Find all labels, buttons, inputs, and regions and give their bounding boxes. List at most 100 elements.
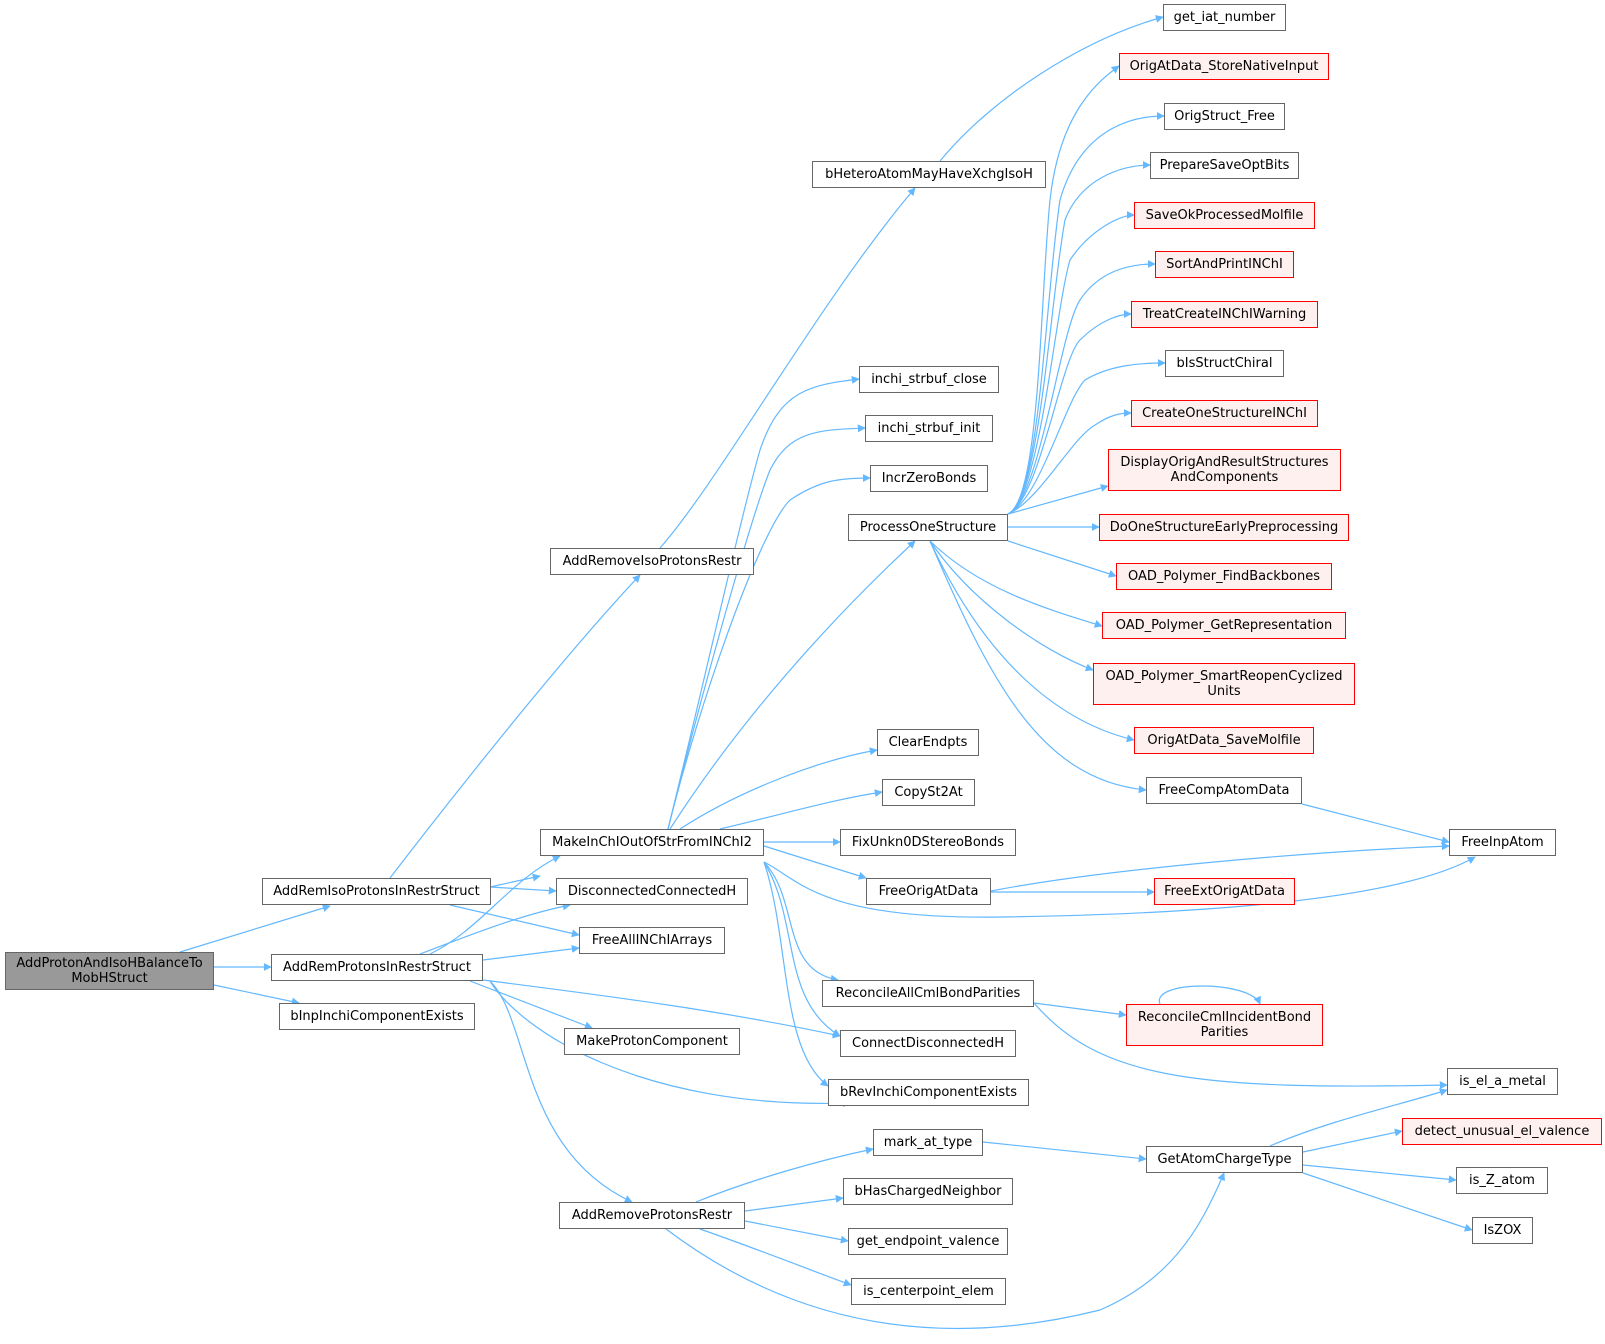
node-label-line: bRevInchiComponentExists — [839, 1085, 1018, 1100]
node-get-iat-number[interactable]: get_iat_number — [1163, 4, 1286, 31]
node-create-one-structure-inchi[interactable]: CreateOneStructureINChI — [1131, 400, 1318, 427]
node-save-ok-processed-molfile[interactable]: SaveOkProcessedMolfile — [1134, 202, 1315, 229]
node-disconnected-connected-h[interactable]: DisconnectedConnectedH — [556, 878, 748, 905]
node-copy-st2at[interactable]: CopySt2At — [882, 779, 975, 806]
call-edge — [389, 574, 641, 879]
node-add-remove-protons-restr[interactable]: AddRemoveProtonsRestr — [559, 1202, 745, 1229]
node-add-rem-protons-in-restr-struct[interactable]: AddRemProtonsInRestrStruct — [271, 954, 483, 981]
node-is-centerpoint-elem[interactable]: is_centerpoint_elem — [851, 1278, 1006, 1305]
node-label-line: MobHStruct — [71, 971, 148, 986]
node-b-is-struct-chiral[interactable]: bIsStructChiral — [1165, 350, 1284, 377]
node-label-line: is_Z_atom — [1469, 1173, 1535, 1188]
node-fix-unkn0d-stereo-bonds[interactable]: FixUnkn0DStereoBonds — [840, 829, 1016, 856]
node-detect-unusual-el-valence[interactable]: detect_unusual_el_valence — [1402, 1118, 1602, 1145]
node-free-comp-atom-data[interactable]: FreeCompAtomData — [1146, 777, 1302, 804]
call-edge — [667, 474, 871, 830]
node-label-line: ReconcileCmlIncidentBond — [1137, 1010, 1312, 1025]
node-label-line: bHeteroAtomMayHaveXchgIsoH — [825, 167, 1033, 182]
call-edge — [1007, 65, 1120, 515]
node-label-line: CreateOneStructureINChI — [1142, 406, 1307, 421]
node-inchi-strbuf-close[interactable]: inchi_strbuf_close — [859, 366, 999, 393]
node-is-zox[interactable]: IsZOX — [1472, 1217, 1533, 1244]
call-edge — [679, 747, 878, 830]
call-edge — [695, 1146, 874, 1203]
node-label-line: FreeInpAtom — [1461, 835, 1544, 850]
node-process-one-structure[interactable]: ProcessOneStructure — [848, 514, 1008, 541]
node-oad-polymer-find-backbones[interactable]: OAD_Polymer_FindBackbones — [1116, 563, 1332, 590]
node-do-one-structure-early-preprocessing[interactable]: DoOneStructureEarlyPreprocessing — [1099, 514, 1349, 541]
call-edge — [929, 540, 1094, 672]
node-clear-endpts[interactable]: ClearEndpts — [877, 729, 979, 756]
call-edge — [1158, 985, 1261, 1005]
node-oad-polymer-smart-reopen-cyclized-units[interactable]: OAD_Polymer_SmartReopenCyclized Units — [1093, 663, 1355, 705]
node-is-el-a-metal[interactable]: is_el_a_metal — [1447, 1068, 1558, 1095]
node-label-line: OAD_Polymer_SmartReopenCyclized — [1105, 669, 1343, 684]
call-edge — [1302, 1128, 1403, 1153]
node-label-line: OAD_Polymer_FindBackbones — [1128, 569, 1320, 584]
node-reconcile-all-cml-bond-parities[interactable]: ReconcileAllCmlBondParities — [822, 980, 1034, 1007]
node-free-orig-at-data[interactable]: FreeOrigAtData — [866, 878, 991, 905]
node-inchi-strbuf-init[interactable]: inchi_strbuf_init — [865, 415, 993, 442]
call-edge — [1007, 310, 1132, 515]
node-get-endpoint-valence[interactable]: get_endpoint_valence — [848, 1228, 1008, 1255]
node-reconcile-cml-incident-bond-parities[interactable]: ReconcileCmlIncidentBond Parities — [1126, 1004, 1323, 1046]
node-label-line: FixUnkn0DStereoBonds — [851, 835, 1005, 850]
call-edge — [1269, 1088, 1448, 1147]
call-edge — [763, 861, 841, 1037]
node-label-line: OrigStruct_Free — [1174, 109, 1275, 124]
node-label-line: inchi_strbuf_close — [871, 372, 987, 387]
node-connect-disconnected-h[interactable]: ConnectDisconnectedH — [840, 1030, 1016, 1057]
node-add-remove-iso-protons-restr[interactable]: AddRemoveIsoProtonsRestr — [550, 548, 754, 575]
node-label-line: is_centerpoint_elem — [863, 1284, 994, 1299]
node-label-line: FreeExtOrigAtData — [1164, 884, 1285, 899]
node-label-line: AddRemProtonsInRestrStruct — [283, 960, 471, 975]
call-edge — [489, 873, 541, 888]
node-make-inchi-out-of-str-from-inchi2[interactable]: MakeInChIOutOfStrFromINChI2 — [540, 829, 764, 856]
node-label-line: Units — [1207, 684, 1241, 699]
call-edge — [929, 540, 1103, 628]
node-orig-at-data-save-molfile[interactable]: OrigAtData_SaveMolfile — [1134, 727, 1314, 754]
call-edge — [763, 845, 867, 880]
node-label-line: ClearEndpts — [888, 735, 968, 750]
node-prepare-save-opt-bits[interactable]: PrepareSaveOptBits — [1150, 152, 1299, 179]
call-edge — [489, 980, 851, 1108]
node-b-rev-inchi-component-exists[interactable]: bRevInchiComponentExists — [828, 1079, 1029, 1106]
node-orig-struct-free[interactable]: OrigStruct_Free — [1164, 103, 1285, 130]
node-sort-and-print-inchi[interactable]: SortAndPrintINChI — [1155, 251, 1294, 278]
node-label-line: MakeProtonComponent — [576, 1034, 728, 1049]
node-label-line: FreeOrigAtData — [878, 884, 979, 899]
node-free-all-inchi-arrays[interactable]: FreeAllINChIArrays — [579, 927, 725, 954]
node-treat-create-inchi-warning[interactable]: TreatCreateINChIWarning — [1131, 301, 1318, 328]
node-free-ext-orig-at-data[interactable]: FreeExtOrigAtData — [1154, 878, 1295, 905]
node-label-line: Parities — [1200, 1025, 1249, 1040]
node-display-orig-and-result-structures[interactable]: DisplayOrigAndResultStructures AndCompon… — [1108, 449, 1341, 491]
node-b-inp-inchi-component-exists[interactable]: bInpInchiComponentExists — [279, 1003, 475, 1030]
node-get-atom-charge-type[interactable]: GetAtomChargeType — [1146, 1146, 1303, 1173]
node-b-has-charged-neighbor[interactable]: bHasChargedNeighbor — [843, 1178, 1013, 1205]
node-label-line: CopySt2At — [894, 785, 963, 800]
call-edge — [482, 944, 580, 961]
node-add-rem-iso-protons-in-restr-struct[interactable]: AddRemIsoProtonsInRestrStruct — [262, 878, 491, 905]
node-oad-polymer-get-representation[interactable]: OAD_Polymer_GetRepresentation — [1102, 612, 1346, 639]
node-free-inp-atom[interactable]: FreeInpAtom — [1449, 829, 1556, 856]
node-label-line: GetAtomChargeType — [1157, 1152, 1292, 1167]
node-mark-at-type[interactable]: mark_at_type — [873, 1129, 983, 1156]
call-edge — [990, 842, 1450, 892]
call-edge — [1007, 161, 1151, 515]
node-label-line: OAD_Polymer_GetRepresentation — [1115, 618, 1333, 633]
node-incr-zero-bonds[interactable]: IncrZeroBonds — [870, 465, 988, 492]
node-is-z-atom[interactable]: is_Z_atom — [1456, 1167, 1548, 1194]
node-label-line: ProcessOneStructure — [859, 520, 997, 535]
call-edge — [213, 984, 300, 1006]
node-root-function: AddProtonAndIsoHBalanceTo MobHStruct — [5, 952, 214, 990]
call-edge — [1007, 409, 1132, 515]
node-b-hetero-atom-may-have-xchg-iso-h[interactable]: bHeteroAtomMayHaveXchgIsoH — [812, 161, 1046, 188]
node-label-line: AddRemIsoProtonsInRestrStruct — [273, 884, 480, 899]
node-label-line: IsZOX — [1483, 1223, 1522, 1238]
call-edge — [1301, 803, 1450, 845]
node-orig-at-data-store-native-input[interactable]: OrigAtData_StoreNativeInput — [1119, 53, 1329, 80]
node-make-proton-component[interactable]: MakeProtonComponent — [564, 1028, 740, 1055]
node-label-line: get_endpoint_valence — [856, 1234, 1000, 1249]
node-label-line: SortAndPrintINChI — [1166, 257, 1283, 272]
node-label-line: MakeInChIOutOfStrFromINChI2 — [552, 835, 752, 850]
